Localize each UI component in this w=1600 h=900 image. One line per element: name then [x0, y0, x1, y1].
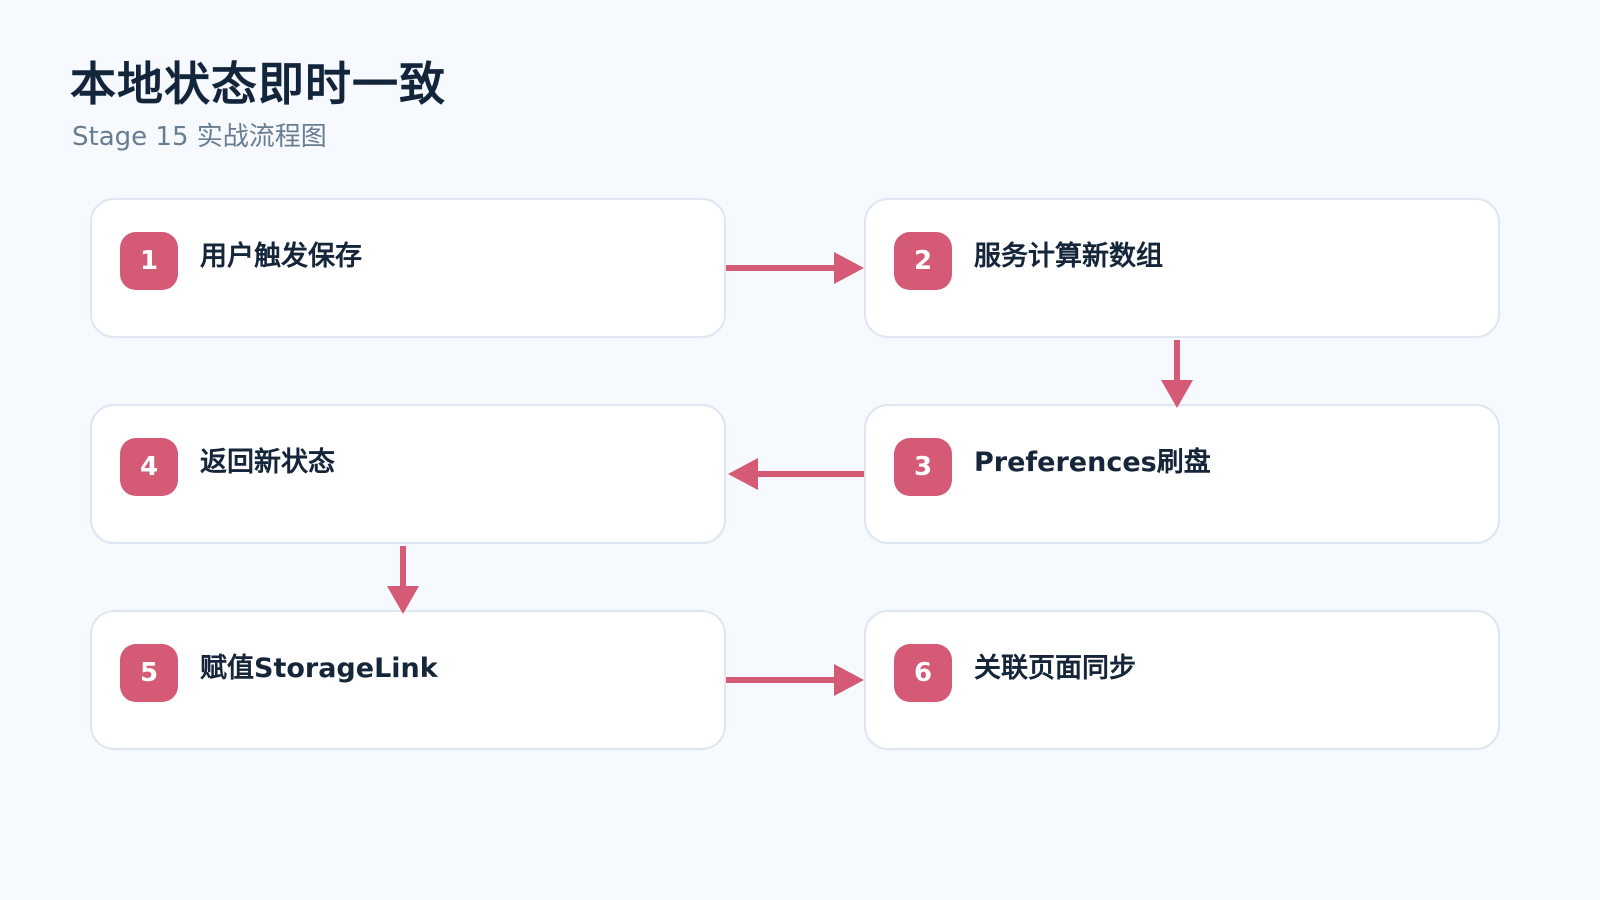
step-badge-1: 1	[120, 232, 178, 290]
step-card-4: 4 返回新状态	[90, 404, 726, 544]
step-card-5: 5 赋值StorageLink	[90, 610, 726, 750]
step-label-1: 用户触发保存	[200, 241, 362, 272]
step-label-2: 服务计算新数组	[974, 241, 1163, 272]
arrow-4-to-5	[387, 546, 419, 614]
step-card-6: 6 关联页面同步	[864, 610, 1500, 750]
arrow-2-to-3	[1161, 340, 1193, 408]
step-badge-2: 2	[894, 232, 952, 290]
step-badge-6: 6	[894, 644, 952, 702]
step-card-2: 2 服务计算新数组	[864, 198, 1500, 338]
step-label-3: Preferences刷盘	[974, 447, 1211, 478]
step-label-6: 关联页面同步	[974, 653, 1136, 684]
step-label-5: 赋值StorageLink	[200, 653, 438, 684]
step-label-4: 返回新状态	[200, 447, 335, 478]
step-card-1: 1 用户触发保存	[90, 198, 726, 338]
arrow-5-to-6	[726, 664, 864, 696]
step-card-3: 3 Preferences刷盘	[864, 404, 1500, 544]
arrow-1-to-2	[726, 252, 864, 284]
step-badge-3: 3	[894, 438, 952, 496]
arrow-3-to-4	[728, 458, 864, 490]
page-subtitle: Stage 15 实战流程图	[72, 122, 327, 152]
page-title: 本地状态即时一致	[70, 57, 446, 111]
step-badge-4: 4	[120, 438, 178, 496]
step-badge-5: 5	[120, 644, 178, 702]
